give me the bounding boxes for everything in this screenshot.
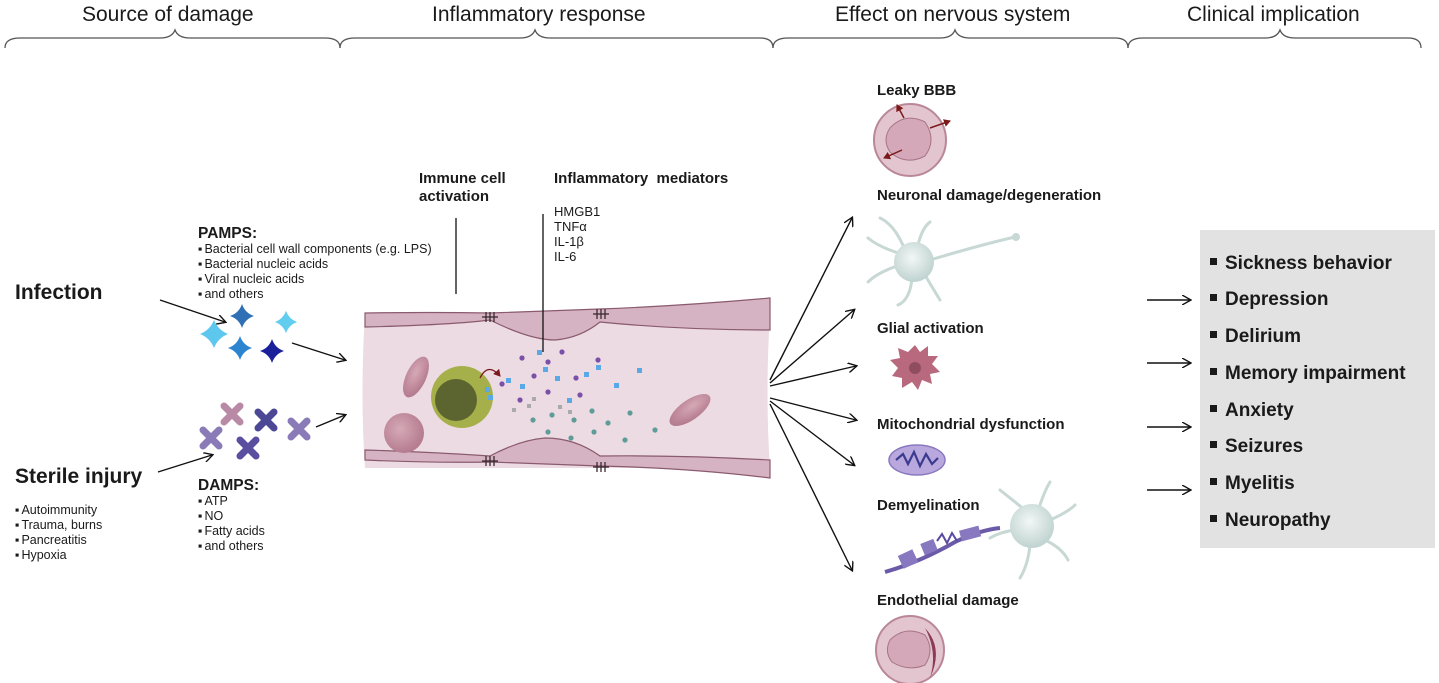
bullet-icon [1210,515,1217,523]
list-item: Trauma, burns [15,518,102,533]
bullet-icon [1210,478,1217,486]
list-item: and others [198,539,265,554]
list-item: ATP [198,494,265,509]
pamps-title: PAMPS: [198,225,258,242]
brace-source [4,28,341,49]
bullet-icon [1210,331,1217,339]
list-item: Bacterial cell wall components (e.g. LPS… [198,242,431,257]
arrow-pamps-to-vessel [291,342,345,360]
sterile-injury-list: Autoimmunity Trauma, burns Pancreatitis … [15,503,102,563]
header-inflammatory-response: Inflammatory response [432,3,646,26]
effect-label-leaky-bbb: Leaky BBB [877,82,957,99]
clinical-item: Myelitis [1210,473,1295,495]
bullet-icon [1210,258,1217,266]
damps-icons [199,402,311,460]
arrow-sterile-injury [157,455,212,473]
list-item: NO [198,509,265,524]
mediator-particles [485,349,658,443]
effect-label-demyelination: Demyelination [877,497,980,514]
effect-label-neuronal-damage: Neuronal damage/degeneration [877,187,1102,204]
effect-label-mitochondrial-dysfunction: Mitochondrial dysfunction [877,416,1065,433]
effect-arrows [769,218,856,570]
mediators-title: Inflammatory mediators [554,170,729,187]
neuron-icon [866,216,1020,307]
damps-list: ATP NO Fatty acids and others [198,494,265,554]
bullet-icon [1210,441,1217,449]
clinical-item: Delirium [1210,326,1301,348]
clinical-item: Sickness behavior [1210,253,1392,275]
clinical-arrows [1147,300,1190,490]
glial-cell-icon [890,345,940,390]
brace-effect [772,28,1129,49]
demyelination-icon [884,480,1077,580]
arrow-infection [159,299,225,322]
clinical-item-label: Depression [1225,289,1329,310]
effect-label-endothelial-damage: Endothelial damage [877,592,1019,609]
blood-vessel [362,297,771,479]
mediators-list: HMGB1 TNFα IL-1β IL-6 [554,204,600,264]
header-source-of-damage: Source of damage [82,3,254,26]
list-item: Viral nucleic acids [198,272,432,287]
arrow-damps-to-vessel [315,415,345,428]
clinical-item: Depression [1210,289,1328,311]
pamps-icons [200,304,297,363]
bullet-icon [1210,405,1217,413]
clinical-item-label: Sickness behavior [1225,253,1392,274]
immune-cell-label-line2: activation [419,188,490,205]
sterile-injury-label: Sterile injury [15,465,143,488]
list-item: Hypoxia [15,548,102,563]
clinical-item-label: Memory impairment [1225,363,1406,384]
clinical-item: Seizures [1210,436,1303,458]
clinical-item: Anxiety [1210,400,1294,422]
clinical-implication-box [1200,230,1435,548]
bullet-icon [1210,368,1217,376]
infection-label: Infection [15,281,103,304]
clinical-item-label: Neuropathy [1225,510,1331,531]
endothelial-cell-icon [875,615,945,683]
clinical-item-label: Myelitis [1225,473,1295,494]
mediator-item: IL-6 [554,249,577,264]
list-item: Fatty acids [198,524,264,539]
effect-label-glial-activation: Glial activation [877,320,984,337]
mediator-item: TNFα [554,219,587,234]
brace-clinical [1127,28,1422,49]
damps-title: DAMPS: [198,477,260,494]
list-item: Autoimmunity [15,503,102,518]
clinical-item-label: Delirium [1225,326,1302,347]
clinical-item: Memory impairment [1210,363,1406,385]
mediator-item: HMGB1 [554,204,601,219]
bullet-icon [1210,294,1217,302]
list-item: Pancreatitis [15,533,102,548]
immune-cell-label-line1: Immune cell [419,170,506,187]
clinical-item: Neuropathy [1210,510,1331,532]
list-item: and others [198,287,432,302]
leaky-bbb-icon [873,103,951,177]
mediator-item: IL-1β [554,234,584,249]
clinical-item-label: Seizures [1225,436,1304,457]
pamps-list: Bacterial cell wall components (e.g. LPS… [198,242,432,302]
header-clinical-implication: Clinical implication [1187,3,1360,26]
brace-inflammatory [339,28,774,49]
clinical-item-label: Anxiety [1225,400,1294,421]
list-item: Bacterial nucleic acids [198,257,432,272]
header-effect-on-nervous-system: Effect on nervous system [835,3,1071,26]
mitochondrion-icon [888,444,946,476]
